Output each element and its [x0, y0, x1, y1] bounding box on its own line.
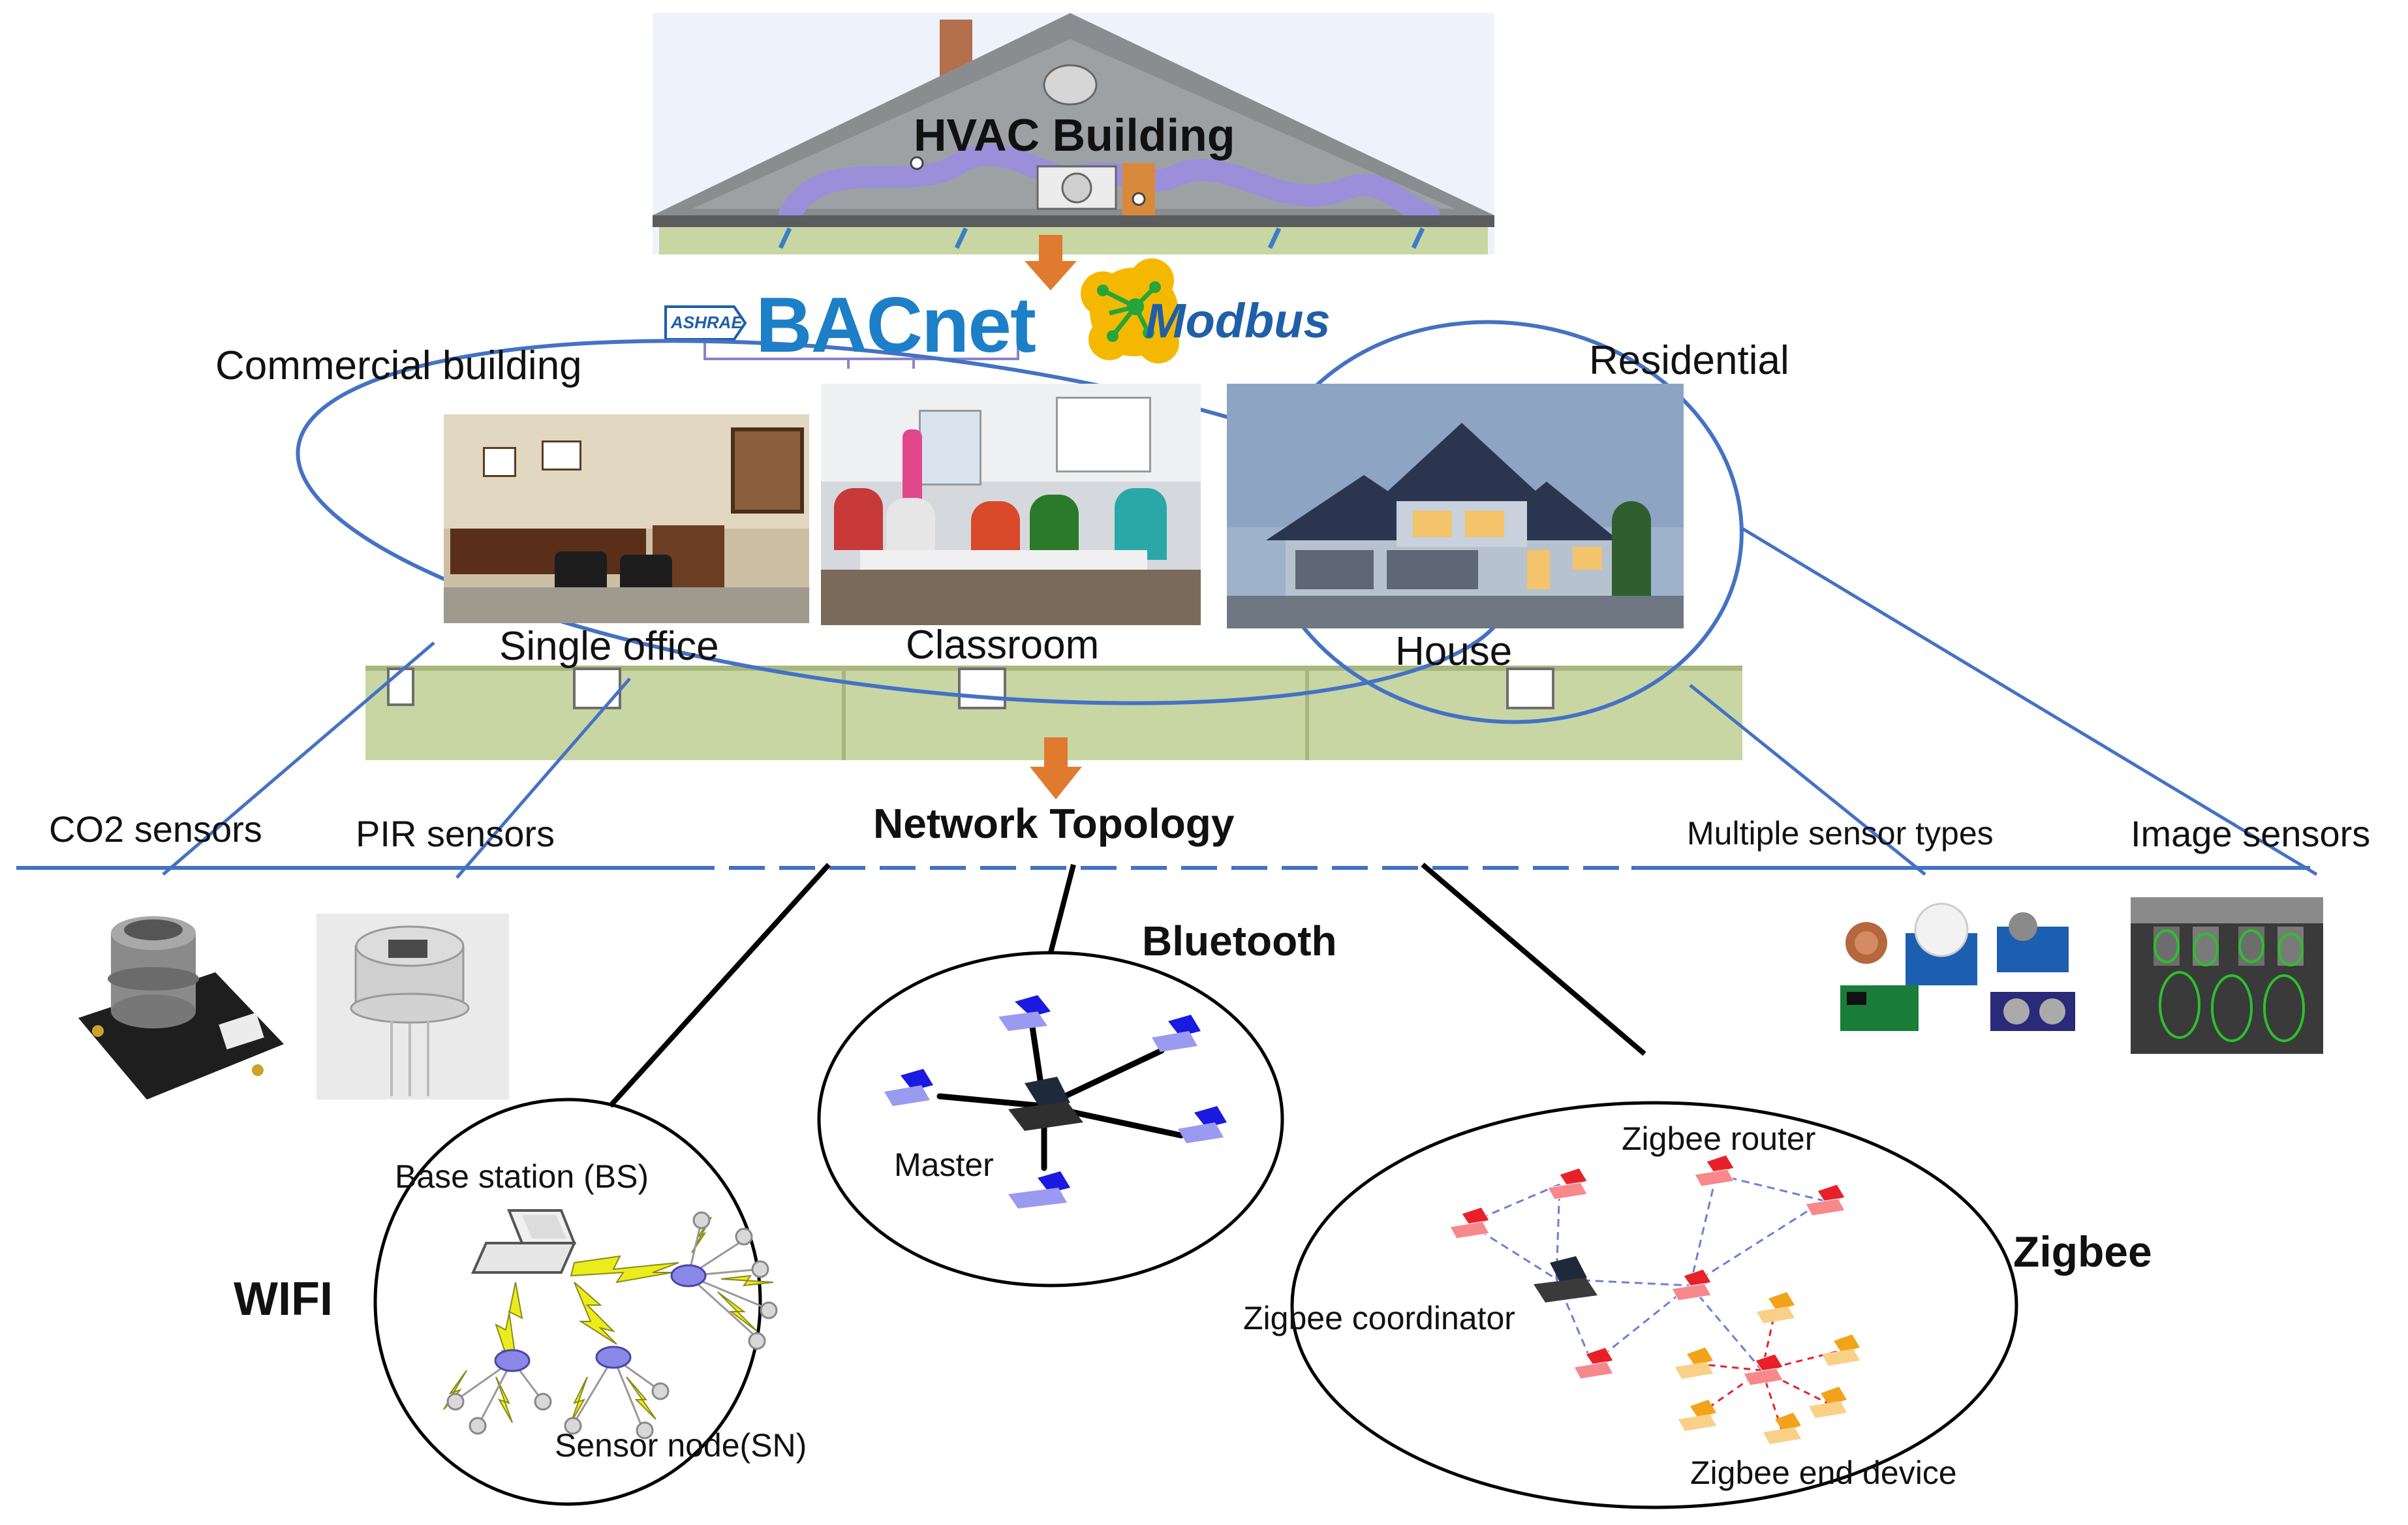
co2-sensor-image: [72, 901, 287, 1109]
zigbee-network-ellipse: [1290, 1101, 2018, 1509]
zigbee-router-label: Zigbee router: [1622, 1120, 1816, 1157]
zigbee-topology: [1449, 1154, 1860, 1444]
master-laptop-icon: [1008, 1077, 1083, 1131]
bacnet-ashrae-tag: ASHRAE: [671, 313, 743, 332]
residential-label: Residential: [1589, 338, 1789, 383]
sensor-connector-lines: [162, 527, 2318, 879]
house-photo: [1227, 384, 1684, 628]
zigbee-router-icon: [1743, 1353, 1783, 1386]
down-arrow-icon: [1030, 737, 1082, 799]
zigbee-router-icon: [1694, 1154, 1735, 1187]
multiple-sensor-types-label: Multiple sensor types: [1687, 815, 1994, 852]
down-arrow-icon: [1025, 235, 1077, 290]
bluetooth-topology: [884, 995, 1227, 1209]
zigbee-router-icon: [1805, 1184, 1845, 1216]
base-station-laptop-icon: [471, 1209, 577, 1274]
zigbee-end-device-icon: [1678, 1400, 1716, 1431]
wifi-title: WIFI: [234, 1273, 333, 1325]
zigbee-end-device-icon: [1809, 1387, 1847, 1418]
wifi-topology: [443, 1209, 778, 1440]
laptop-icon: [1152, 1015, 1201, 1052]
laptop-icon: [1178, 1106, 1227, 1143]
zigbee-coordinator-laptop-icon: [1534, 1256, 1598, 1302]
hvac-house-illustration: [653, 13, 1494, 254]
laptop-icon: [884, 1069, 933, 1106]
house-label: House: [1395, 629, 1513, 674]
zigbee-end-device-icon: [1757, 1292, 1795, 1323]
bluetooth-network-ellipse: [817, 951, 1284, 1287]
laptop-icon: [998, 995, 1051, 1031]
zigbee-title: Zigbee: [2013, 1227, 2152, 1276]
zigbee-end-device-icon: [1763, 1413, 1801, 1444]
single-office-label: Single office: [499, 624, 719, 669]
zigbee-end-device-label: Zigbee end device: [1690, 1455, 1957, 1491]
pir-sensor-image: [316, 914, 509, 1100]
multiple-sensors-image: [1834, 901, 2088, 1044]
pir-sensors-label: PIR sensors: [356, 813, 555, 854]
single-office-photo: [444, 414, 809, 623]
co2-sensors-label: CO2 sensors: [49, 809, 262, 850]
sensor-node-label: Sensor node(SN): [555, 1427, 807, 1464]
classroom-photo: [821, 384, 1201, 625]
network-topology-title: Network Topology: [873, 800, 1235, 847]
base-station-label: Base station (BS): [395, 1158, 649, 1195]
modbus-logo-icon: [1081, 258, 1179, 363]
bacnet-logo-text: BACnet: [756, 281, 1036, 369]
bluetooth-title: Bluetooth: [1142, 917, 1337, 964]
classroom-label: Classroom: [906, 623, 1100, 668]
hvac-building-title: HVAC Building: [914, 110, 1235, 161]
image-sensor-camera-frame: [2131, 897, 2323, 1054]
zigbee-end-device-icon: [1822, 1334, 1860, 1366]
modbus-logo-text: Modbus: [1145, 294, 1331, 348]
laptop-icon: [1008, 1171, 1070, 1209]
zigbee-router-icon: [1573, 1347, 1614, 1379]
topology-lines: [608, 862, 1646, 1108]
zigbee-router-icon: [1449, 1207, 1490, 1239]
image-sensors-label: Image sensors: [2131, 813, 2371, 854]
commercial-building-label: Commercial building: [215, 343, 582, 388]
zigbee-coordinator-label: Zigbee coordinator: [1243, 1300, 1515, 1336]
zigbee-end-device-icon: [1675, 1348, 1713, 1379]
zigbee-router-icon: [1671, 1269, 1712, 1301]
zigbee-router-icon: [1547, 1167, 1588, 1200]
master-label: Master: [894, 1147, 994, 1183]
wifi-network-ellipse: [373, 1098, 762, 1506]
bacnet-logo: [664, 305, 1019, 369]
